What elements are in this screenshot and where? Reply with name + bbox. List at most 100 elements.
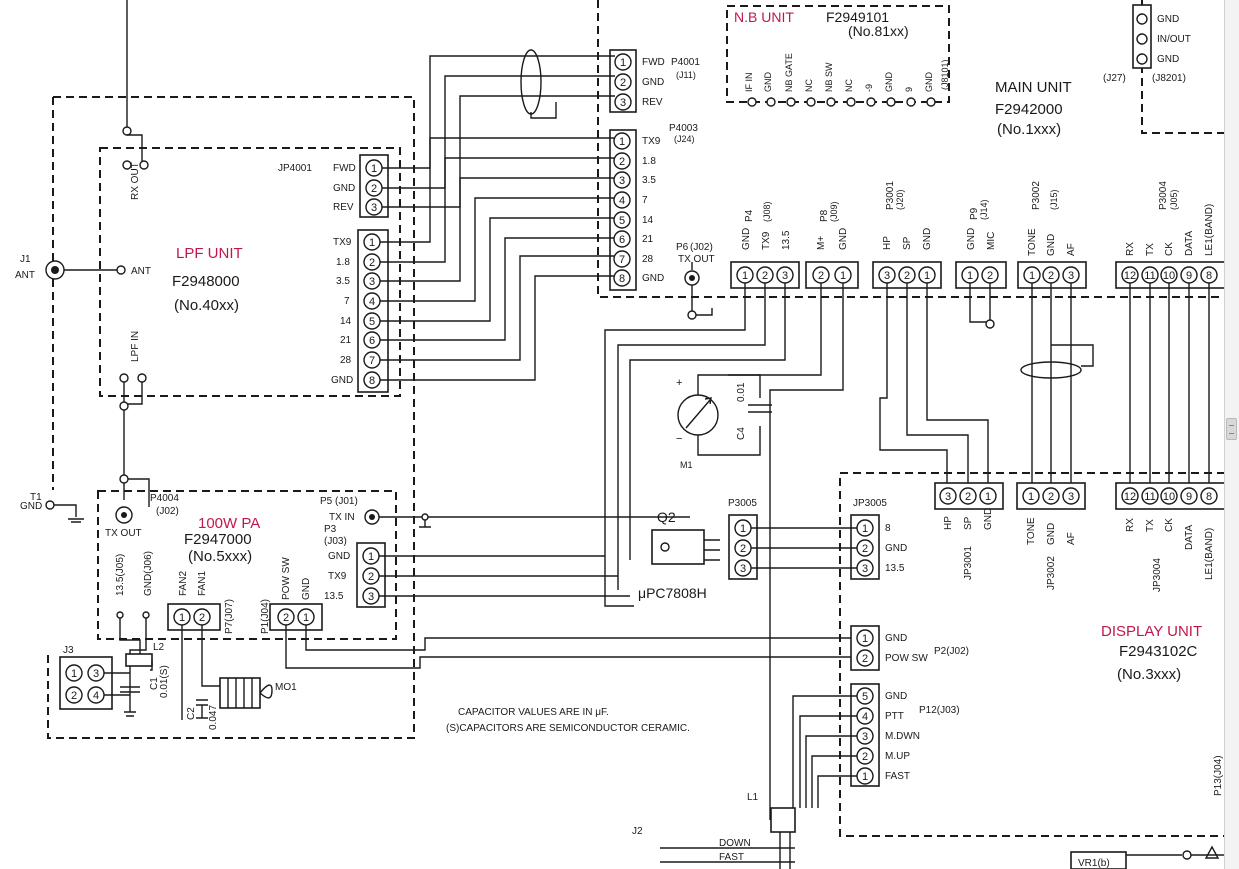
svg-text:(J05): (J05) xyxy=(1169,189,1179,210)
svg-text:1: 1 xyxy=(368,551,374,563)
svg-text:NB GATE: NB GATE xyxy=(784,53,794,92)
svg-text:2: 2 xyxy=(1048,491,1054,503)
svg-text:13.5: 13.5 xyxy=(885,563,905,574)
svg-text:1: 1 xyxy=(740,523,746,535)
svg-text:2: 2 xyxy=(620,77,626,89)
svg-text:1: 1 xyxy=(862,633,868,645)
svg-text:2: 2 xyxy=(619,156,625,168)
svg-text:1: 1 xyxy=(620,57,626,69)
svg-text:GND: GND xyxy=(924,72,934,93)
svg-text:3: 3 xyxy=(740,563,746,575)
p6-tx-out: P6 (J02) TX OUT xyxy=(676,242,715,320)
svg-text:5: 5 xyxy=(862,691,868,703)
display-unit-name: DISPLAY UNIT xyxy=(1101,623,1202,640)
svg-text:1: 1 xyxy=(862,771,868,783)
nb-unit-name: N.B UNIT xyxy=(734,9,794,25)
vertical-scrollbar[interactable] xyxy=(1224,0,1239,869)
svg-text:P9: P9 xyxy=(969,207,980,220)
svg-text:GND: GND xyxy=(1046,523,1057,545)
svg-text:12: 12 xyxy=(1124,270,1136,282)
svg-text:2: 2 xyxy=(283,612,289,624)
svg-text:GND: GND xyxy=(885,633,907,644)
svg-text:2: 2 xyxy=(965,491,971,503)
j1-ant-jack: J1 ANT ANT xyxy=(15,254,151,281)
svg-text:1: 1 xyxy=(742,270,748,282)
svg-text:P5 (J01): P5 (J01) xyxy=(320,496,358,507)
svg-text:8: 8 xyxy=(885,523,891,534)
svg-text:7: 7 xyxy=(369,355,375,367)
svg-text:2: 2 xyxy=(904,270,910,282)
svg-text:P4: P4 xyxy=(744,209,755,222)
q2-regulator: Q2 μPC7808H xyxy=(638,509,720,601)
svg-text:8: 8 xyxy=(619,273,625,285)
svg-text:TX OUT: TX OUT xyxy=(105,528,142,539)
svg-text:GND: GND xyxy=(328,551,350,562)
svg-text:ANT: ANT xyxy=(15,270,35,281)
svg-text:3: 3 xyxy=(862,731,868,743)
nb-pin-row xyxy=(747,97,936,107)
svg-text:3: 3 xyxy=(93,668,99,680)
svg-text:DOWN: DOWN xyxy=(719,838,751,849)
svg-text:GND: GND xyxy=(301,578,312,600)
svg-text:13.5(J05): 13.5(J05) xyxy=(115,554,126,596)
svg-text:P3001: P3001 xyxy=(885,181,896,210)
svg-text:1: 1 xyxy=(1028,491,1034,503)
svg-text:FAN2: FAN2 xyxy=(178,571,189,596)
jp3005-connector: JP3005 1 2 3 8 GND 13.5 xyxy=(751,498,907,580)
svg-text:2: 2 xyxy=(1048,270,1054,282)
svg-text:GND: GND xyxy=(1157,54,1179,65)
svg-text:−: − xyxy=(676,433,682,445)
svg-text:AF: AF xyxy=(1066,243,1077,256)
svg-text:10: 10 xyxy=(1163,270,1175,282)
svg-text:13.5: 13.5 xyxy=(324,591,344,602)
mo1-fan: MO1 xyxy=(219,677,297,709)
l2-inductor: L2 xyxy=(120,642,165,717)
svg-text:J2: J2 xyxy=(632,826,643,837)
svg-text:11: 11 xyxy=(1144,491,1155,503)
svg-text:J1: J1 xyxy=(20,254,31,265)
svg-text:LE1(BAND): LE1(BAND) xyxy=(1204,204,1215,256)
svg-text:TX9: TX9 xyxy=(642,136,661,147)
svg-text:POW SW: POW SW xyxy=(281,557,292,600)
svg-text:3: 3 xyxy=(945,491,951,503)
svg-text:GND: GND xyxy=(885,543,907,554)
jp3001-connector: 3 2 1 HP SP GND JP3001 xyxy=(934,482,1004,580)
svg-text:TX9: TX9 xyxy=(761,231,772,250)
svg-text:3: 3 xyxy=(368,591,374,603)
lpf-unit-part: F2948000 xyxy=(172,273,240,290)
svg-text:MIC: MIC xyxy=(986,232,997,250)
svg-text:JP4001: JP4001 xyxy=(278,163,312,174)
svg-text:3: 3 xyxy=(862,563,868,575)
svg-text:NC: NC xyxy=(804,79,814,92)
svg-text:(J08): (J08) xyxy=(762,201,772,222)
svg-text:JP3004: JP3004 xyxy=(1152,558,1163,592)
svg-text:7: 7 xyxy=(642,195,648,206)
svg-text:6: 6 xyxy=(619,234,625,246)
svg-text:3: 3 xyxy=(884,270,890,282)
svg-text:CK: CK xyxy=(1164,242,1175,256)
svg-text:LE1(BAND): LE1(BAND) xyxy=(1204,528,1215,580)
p4003-header: 1 2 3 4 5 6 7 8 TX9 1.8 3.5 7 14 21 28 G… xyxy=(609,123,698,291)
scrollbar-thumb[interactable] xyxy=(1226,418,1237,440)
svg-text:FWD: FWD xyxy=(642,57,665,68)
svg-text:L2: L2 xyxy=(153,642,165,653)
svg-text:(J20): (J20) xyxy=(895,189,905,210)
svg-text:(J8201): (J8201) xyxy=(1152,73,1186,84)
pa-unit-no: (No.5xxx) xyxy=(188,548,252,565)
p12-connector: 5 4 3 2 1 GND PTT M.DWN M.UP FAST P12(J0… xyxy=(792,683,960,808)
svg-text:AF: AF xyxy=(1066,532,1077,545)
j3-connector: J3 1 3 2 4 xyxy=(59,645,130,710)
svg-text:0.01(S): 0.01(S) xyxy=(159,665,170,698)
svg-text:TX: TX xyxy=(1145,519,1156,532)
svg-text:28: 28 xyxy=(642,254,654,265)
svg-text:GND: GND xyxy=(741,228,752,250)
svg-text:GND: GND xyxy=(885,691,907,702)
svg-text:FAST: FAST xyxy=(885,771,910,782)
svg-text:μPC7808H: μPC7808H xyxy=(638,585,707,601)
svg-text:3.5: 3.5 xyxy=(336,276,350,287)
svg-text:1: 1 xyxy=(71,668,77,680)
meter-m1: + − M1 0.01 C4 xyxy=(676,374,772,470)
svg-text:C2: C2 xyxy=(186,707,197,720)
svg-text:2: 2 xyxy=(987,270,993,282)
svg-text:P3002: P3002 xyxy=(1031,181,1042,210)
